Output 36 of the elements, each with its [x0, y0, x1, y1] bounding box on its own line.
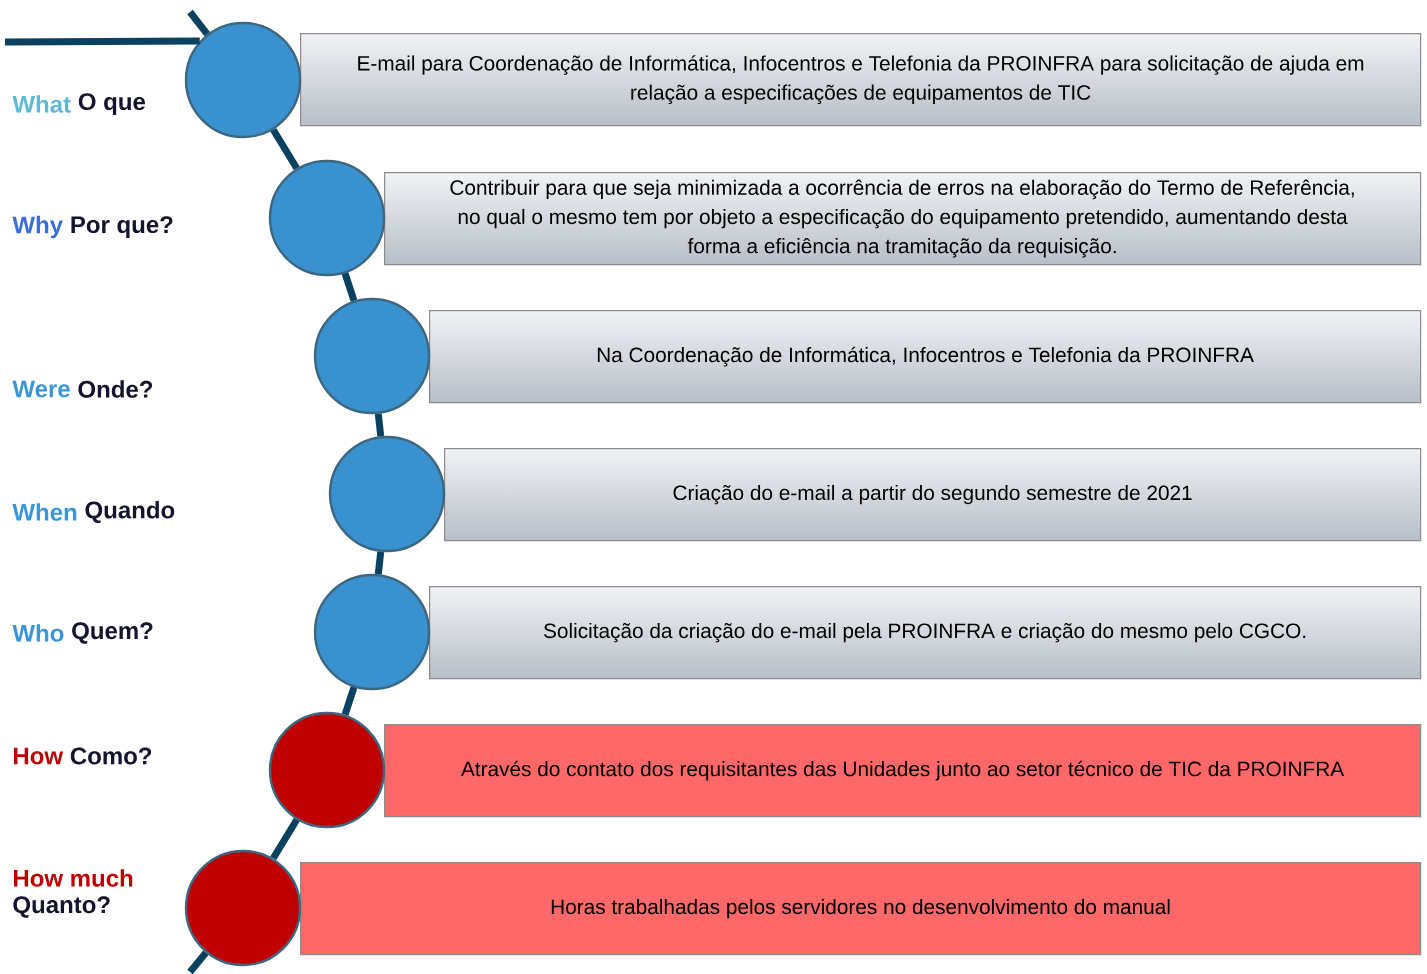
text-bar: Através do contato dos requisitantes das Unidades junto ao setor técnico de TIC da PROINFRA — [384, 724, 1422, 818]
question-label: Por que? — [71, 216, 173, 238]
circle-marker — [184, 21, 302, 139]
circle-marker — [313, 297, 431, 415]
question-label: Quando — [85, 500, 175, 524]
text-bar: Solicitação da criação do e-mail pela PROINFRA e criação do mesmo pelo CGCO. — [429, 586, 1422, 680]
question-word: How much — [14, 869, 133, 887]
timeline-line — [341, 686, 358, 716]
question-word: Why — [12, 215, 63, 239]
circle-marker — [268, 159, 386, 277]
text-bar: Horas trabalhadas pelos servidores no desenvolvimento do manual — [300, 862, 1422, 956]
timeline-line — [187, 9, 210, 37]
circle-marker — [328, 435, 446, 553]
circle-marker — [184, 849, 302, 967]
question-word: What — [12, 95, 71, 113]
question-label: O que — [78, 93, 145, 115]
question-label: Como? — [70, 747, 152, 765]
question-word: How — [14, 747, 64, 765]
circle-marker — [268, 711, 386, 829]
question-word: Were — [12, 380, 70, 398]
question-label: Quanto? — [13, 896, 110, 918]
circle-marker — [313, 573, 431, 691]
timeline-line — [270, 817, 300, 861]
timeline-line — [374, 551, 385, 575]
timeline-line — [374, 413, 385, 437]
timeline-line — [270, 127, 300, 171]
timeline-line — [187, 950, 209, 974]
text-bar: Criação do e-mail a partir do segundo semestre de 2021 — [444, 448, 1422, 542]
text-bar: Na Coordenação de Informática, Infocentros e Telefonia da PROINFRA — [429, 310, 1422, 404]
question-word: When — [12, 503, 77, 521]
text-bar: E-mail para Coordenação de Informática, Infocentros e Telefonia da PROINFRA para solicitação de ajuda em relação a especificações de equipamentos de TIC — [300, 33, 1422, 127]
timeline-line — [341, 272, 358, 302]
question-word: Who — [12, 624, 64, 642]
question-label: Onde? — [78, 380, 153, 398]
question-label: Quem? — [72, 622, 153, 644]
text-bar: Contribuir para que seja minimizada a ocorrência de erros na elaboração do Termo de Referência, no qual o mesmo tem por objeto a especificação do equipamento pretendido, aumentando desta forma a eficiência na tramitação da requisição. — [384, 172, 1422, 266]
